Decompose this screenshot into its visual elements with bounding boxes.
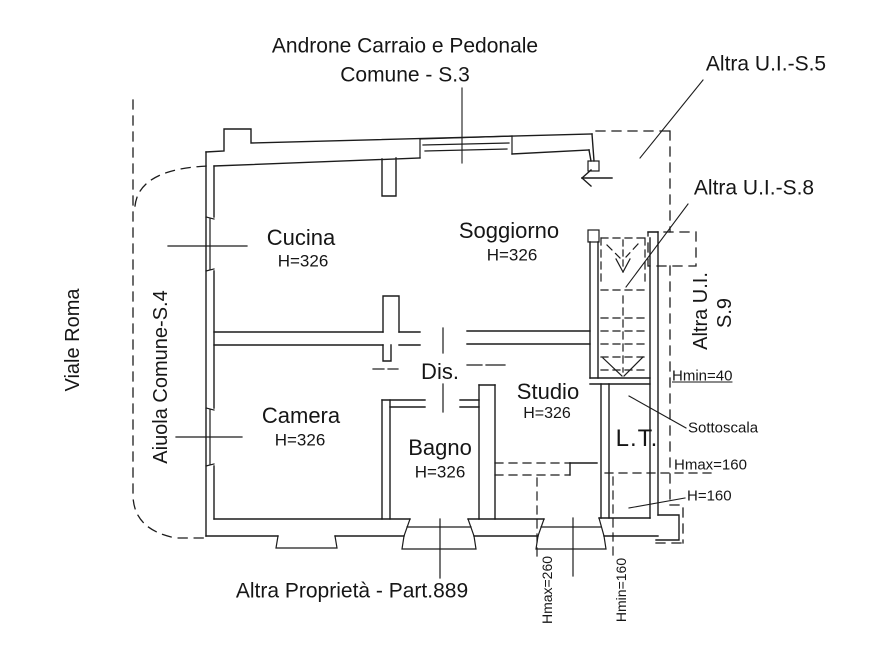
room-height-bagno: H=326 [414, 462, 466, 482]
room-label-bagno: Bagno [408, 435, 472, 460]
property-boundary-dashed [132, 99, 697, 544]
androne-label-line2: Comune - S.3 [340, 63, 470, 87]
low-height-zone-dashed [494, 462, 713, 557]
unit-s8-label: Altra U.I.-S.8 [693, 176, 815, 200]
androne-label-line1: Androne Carraio e Pedonale [271, 34, 539, 58]
flowerbed-label: Aiuola Comune-S.4 [150, 290, 172, 464]
window-left-camera [175, 407, 243, 467]
room-label-disimpegno: Dis. [421, 359, 459, 384]
hmax260-label: Hmax=260 [539, 555, 555, 625]
street-label: Viale Roma [62, 288, 84, 392]
room-label-cucina: Cucina [266, 225, 336, 250]
staircase [600, 237, 646, 377]
exterior-walls [167, 128, 680, 579]
entrance-arrow-icon [581, 169, 613, 187]
window-top [419, 135, 513, 159]
room-label-studio: Studio [516, 379, 580, 404]
window-left-cucina [167, 216, 248, 272]
interior-walls [213, 157, 651, 520]
room-height-cucina: H=326 [277, 251, 329, 271]
sottoscala-label: Sottoscala [688, 419, 759, 437]
unit-s5-label: Altra U.I.-S.5 [705, 52, 827, 76]
window-sill-camera [275, 535, 338, 549]
hmax160-label: Hmax=160 [674, 456, 747, 474]
room-height-soggiorno: H=326 [486, 245, 538, 265]
room-height-camera: H=326 [274, 430, 326, 450]
unit-s9-label-line1: Altra U.I. [690, 272, 712, 350]
leader-lines [461, 79, 704, 509]
hmin40-label: Hmin=40 [672, 367, 733, 385]
room-label-soggiorno: Soggiorno [458, 218, 560, 243]
stair-direction-arrow-icon [615, 239, 631, 273]
window-bottom-bagno [401, 518, 477, 579]
room-label-locale-tecnico: L.T. [615, 425, 659, 452]
unit-s9-label-line2: S.9 [714, 297, 736, 329]
room-height-studio: H=326 [523, 405, 571, 422]
other-property-label: Altra Proprietà - Part.889 [235, 579, 469, 603]
h160-label: H=160 [687, 487, 732, 505]
room-label-camera: Camera [261, 403, 341, 428]
hmin160-label: Hmin=160 [613, 557, 629, 623]
